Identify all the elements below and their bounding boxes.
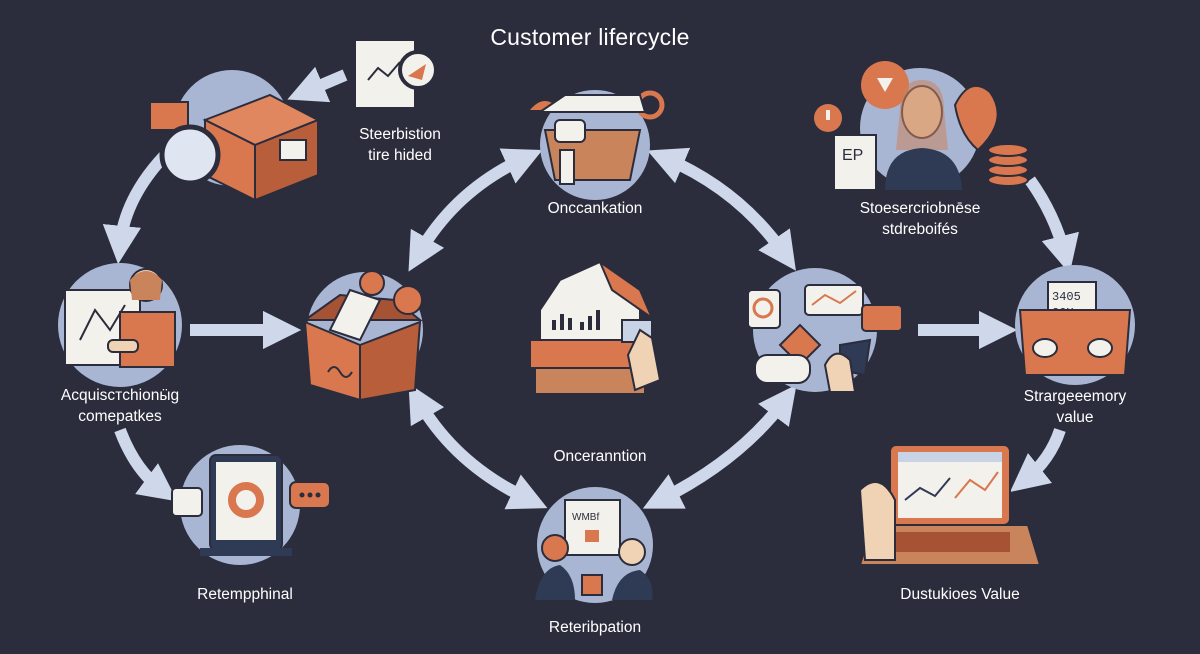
stage-label-line: Steerbistion [359,126,441,143]
stage-label-top-center: Oncсankation [520,198,670,219]
stage-label-line: Oncсankation [547,200,643,217]
cycle-arrow-icon [287,66,348,103]
stage-label-line: tire hided [368,147,432,164]
stage-label-line: Stoesercriobnēse [859,200,981,217]
cycle-arrow-icon [408,148,543,272]
stage-label-top-left: Steerbistion tire hided [330,124,470,166]
stage-label-center: Onceranntion [520,446,680,467]
stage-label-line: Strargeeemory [1023,388,1127,405]
stage-label-line: stdreboifés [882,221,958,238]
stage-label-line: Acquisстchionӹg [60,387,180,404]
chat-network-icon [747,268,903,393]
cycle-arrow-icon [1025,176,1079,274]
tablet-gear-icon [171,445,331,565]
stage-label-line: Retemрphinal [197,586,293,603]
cycle-arrow-icon [642,384,797,509]
stage-label-middle-right: Strargeeemory value [985,386,1165,428]
house-chart-icon [529,259,662,395]
stage-label-top-right: Stoesercriobnēse stdreboifés [830,198,1010,240]
magnifier-icon [159,124,221,186]
svg-text:EP: EP [842,147,863,164]
cycle-arrow-icon [647,147,796,271]
cycle-arrow-icon [408,383,548,510]
parcel-hands-icon [530,90,665,200]
stage-label-line: value [1056,409,1094,426]
team-meeting-icon: WMBf [535,487,653,603]
box-stack-icon: 3405 20X [1015,265,1135,385]
package-box-icon [149,39,455,202]
laptop-chart-icon [858,444,1042,566]
page-title: Customer lifercycle [490,24,690,50]
stage-label-line: comepatkes [78,408,162,425]
stage-label-bottom-center: Reteribpation [510,617,680,638]
stage-label-line: Onceranntion [553,448,647,465]
gift-box-icon [301,270,423,402]
cycle-arrow-icon [1010,427,1066,492]
stage-label-bottom-left: Retemрphinal [165,584,325,605]
svg-text:WMBf: WMBf [572,512,599,523]
stage-label-bottom-right: Dustukioes Value [870,584,1050,605]
stage-label-line: Reteribpation [548,619,642,636]
svg-text:3405: 3405 [1052,290,1081,304]
stage-label-line: Dustukioes Value [900,586,1020,603]
presenter-icon [58,263,182,387]
cycle-arrow-icon [114,427,178,502]
stage-label-middle-left: Acquisстchionӹg comepatkes [20,385,220,427]
woman-profile-icon: EP [814,61,1029,191]
gear-icon [228,482,264,518]
